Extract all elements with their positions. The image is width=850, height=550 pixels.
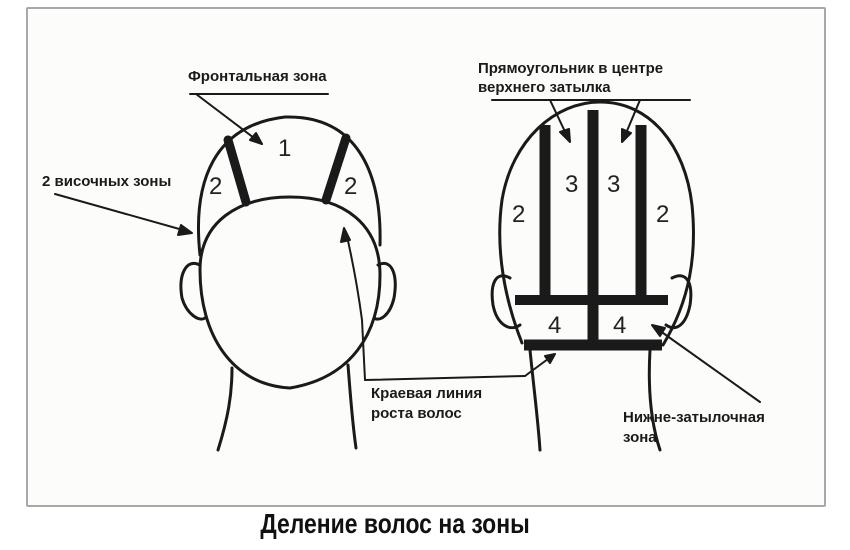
back-right-ear [664,274,693,330]
lower-occipital-arrow-line [655,327,761,403]
zone-number-front-left: 2 [209,173,222,200]
frontal-arrow-head [249,132,263,145]
lower-occipital-arrow-head [651,324,666,337]
zone-number-back-center-left: 3 [565,171,578,198]
front-neck-left [216,366,234,452]
zone-number-back-left: 2 [512,201,525,228]
label-temporal-zones: 2 височных зоны [42,173,172,190]
back-neck-right [647,348,662,452]
hairline-connector-horizontal [364,375,526,381]
front-left-separator [223,135,251,207]
zone-number-back-lower-left: 4 [548,312,561,339]
label-lower-occipital-line2: зона [623,429,657,446]
label-rectangle-line1: Прямоугольник в центре [478,60,664,77]
frontal-arrow-line [195,93,263,145]
zone-number-back-lower-right: 4 [613,312,626,339]
back-head-outline [498,100,695,347]
hairline-arrow-head-back [544,353,556,364]
zone-number-front-top: 1 [278,135,291,162]
temporal-arrow-line [54,193,191,233]
label-lower-occipital-line1: Нижне-затылочная [623,409,765,426]
front-neck-right [346,363,358,450]
label-hairline-line1: Краевая линия [371,385,483,402]
hairline-connector [345,231,366,381]
front-hair-outline [196,115,382,257]
rectangle-arrow-head-right [621,128,632,143]
front-right-separator [321,133,351,205]
temporal-arrow-head [177,224,193,236]
label-hairline-line2: роста волос [371,405,462,422]
zone-number-back-right: 2 [656,201,669,228]
zone-number-front-right: 2 [344,173,357,200]
back-left-ear [490,274,522,330]
front-left-ear [179,261,207,321]
label-rectangle-line2: верхнего затылка [478,79,611,96]
front-head [179,115,397,452]
back-head [490,100,695,452]
figure-caption: Деление волос на зоны [260,508,530,539]
front-right-ear [372,261,397,321]
label-frontal-zone: Фронтальная зона [188,68,327,85]
zone-numbers: 1 2 2 2 3 3 2 4 4 [209,135,669,339]
rectangle-arrow-head-left [559,128,571,143]
back-neck-left [528,348,542,452]
zone-number-back-center-right: 3 [607,171,620,198]
hairline-arrow-head-front [340,227,351,243]
pointer-lines [54,93,761,403]
front-face-outline [198,195,382,390]
